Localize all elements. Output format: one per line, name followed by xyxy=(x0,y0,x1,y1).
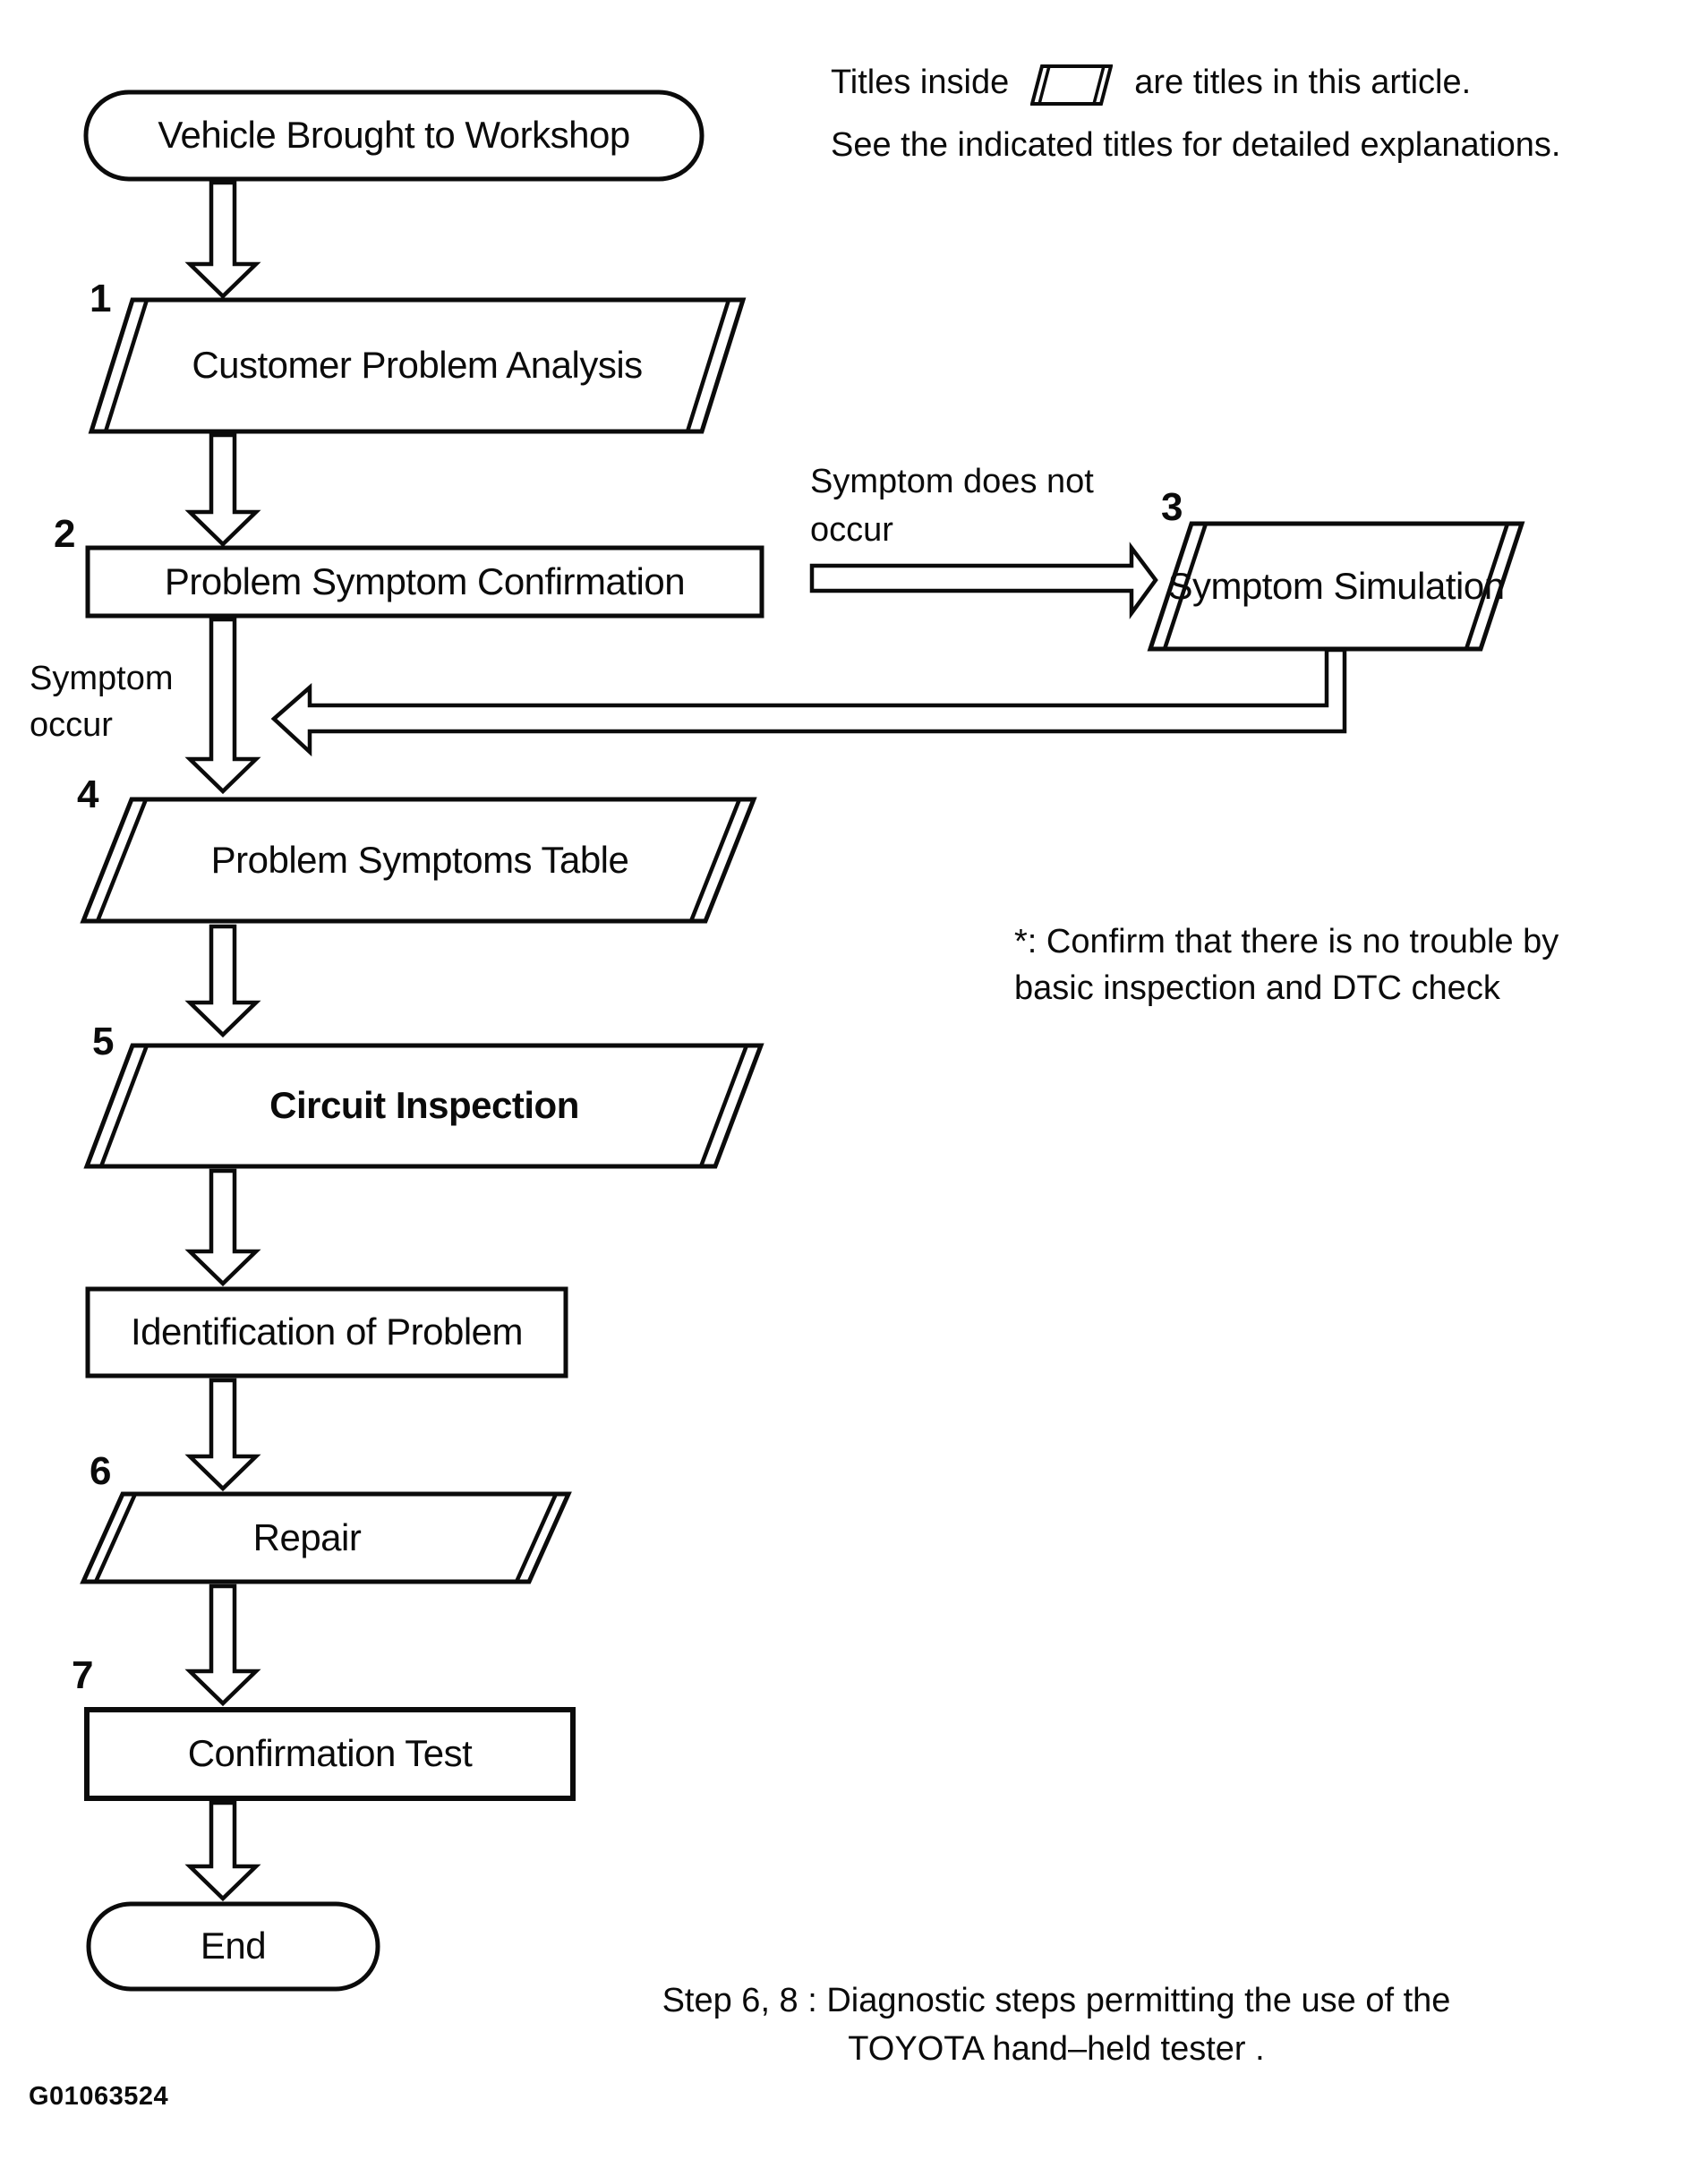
identification-label: Identification of Problem xyxy=(130,1310,524,1353)
step4-number: 4 xyxy=(77,772,99,816)
step2-number: 2 xyxy=(54,512,76,556)
step5-number: 5 xyxy=(92,1020,115,1063)
down-arrow-identification-to-6 xyxy=(184,1378,261,1492)
step5-parallelogram-shape xyxy=(83,1043,764,1169)
step1-label: Customer Problem Analysis xyxy=(192,344,643,387)
symptom-occur-label-line2: occur xyxy=(30,706,113,744)
legend-line2: See the indicated titles for detailed ex… xyxy=(831,126,1561,164)
parallelogram-icon xyxy=(1030,64,1114,106)
return-arrow-3-to-flow xyxy=(270,647,1347,757)
no-symptom-label-line1: Symptom does not xyxy=(810,463,1094,500)
no-symptom-label-line2: occur xyxy=(810,511,893,549)
step3-number: 3 xyxy=(1161,485,1183,529)
step2-label: Problem Symptom Confirmation xyxy=(164,559,686,602)
end-label: End xyxy=(200,1925,267,1967)
identification-process-shape xyxy=(85,1286,568,1378)
step6-number: 6 xyxy=(90,1449,112,1493)
step6-label: Repair xyxy=(252,1515,362,1558)
step2-process-shape xyxy=(85,545,764,619)
step7-number: 7 xyxy=(72,1653,94,1697)
legend-line1-before: Titles inside xyxy=(831,63,1010,101)
step4-label: Problem Symptoms Table xyxy=(210,838,629,881)
down-arrow-1-to-2 xyxy=(184,432,261,548)
step1-number: 1 xyxy=(90,277,112,320)
start-label: Vehicle Brought to Workshop xyxy=(158,114,630,157)
end-terminator-shape xyxy=(86,1901,380,1992)
down-arrow-5-to-identification xyxy=(184,1168,261,1287)
step4-parallelogram-shape xyxy=(80,797,757,924)
step1-parallelogram-shape xyxy=(88,297,747,434)
footer-note-line1: Step 6, 8 : Diagnostic steps permitting … xyxy=(662,1982,1451,2019)
right-arrow-2-to-3 xyxy=(809,542,1158,619)
step7-label: Confirmation Test xyxy=(187,1732,473,1775)
step7-process-shape xyxy=(84,1707,576,1801)
down-arrow-7-to-end xyxy=(184,1800,261,1902)
down-arrow-6-to-7 xyxy=(184,1583,261,1707)
footer-note-line2: TOYOTA hand–held tester . xyxy=(848,2030,1265,2068)
legend-line1-after: are titles in this article. xyxy=(1134,63,1472,101)
step3-label: Symptom Simulation xyxy=(1167,564,1505,607)
down-arrow-4-to-5 xyxy=(184,924,261,1038)
start-terminator-shape xyxy=(83,90,705,182)
asterisk-note-line2: basic inspection and DTC check xyxy=(1014,969,1500,1007)
asterisk-note-line1: *: Confirm that there is no trouble by xyxy=(1014,923,1559,960)
step3-parallelogram-shape xyxy=(1147,521,1525,652)
step6-parallelogram-shape xyxy=(80,1491,572,1584)
down-arrow-start-to-1 xyxy=(184,180,261,300)
legend-line1: Titles inside are titles in this article… xyxy=(831,59,1471,106)
symptom-occur-label-line1: Symptom xyxy=(30,660,174,697)
step5-label: Circuit Inspection xyxy=(269,1084,579,1127)
figure-code: G01063524 xyxy=(29,2082,169,2111)
down-arrow-2-to-4 xyxy=(184,617,261,795)
